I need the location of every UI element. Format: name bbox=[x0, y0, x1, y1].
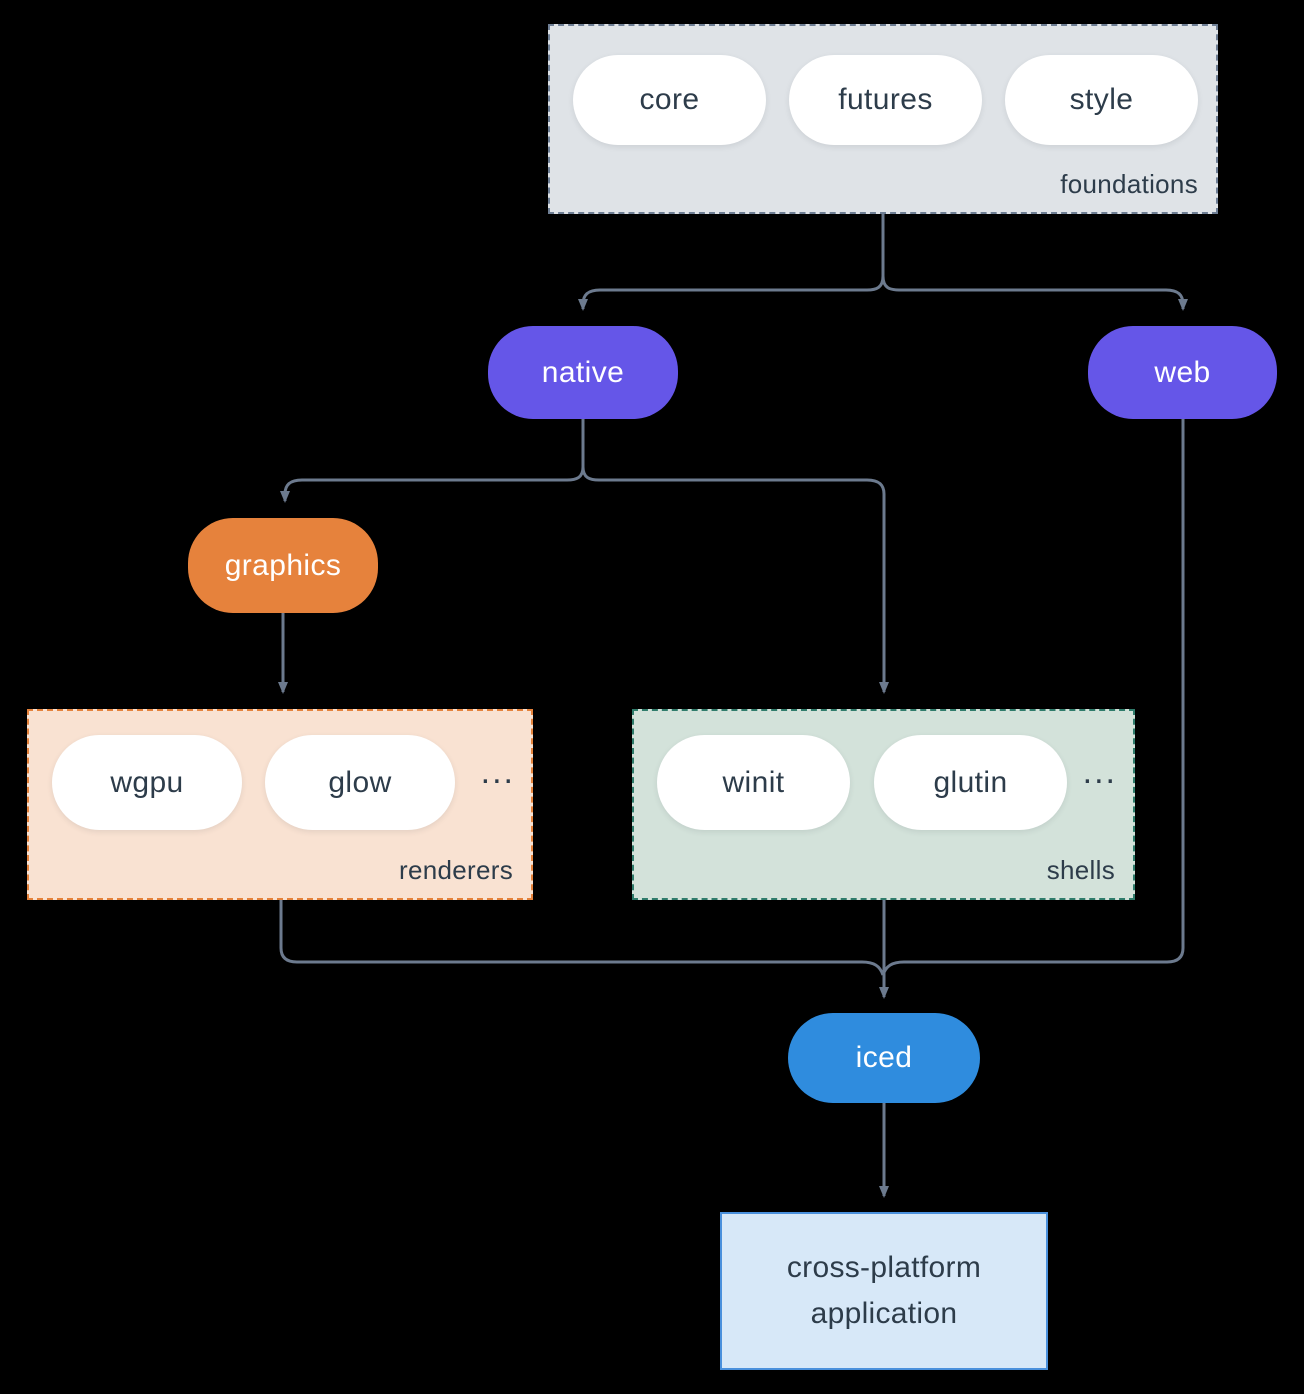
node-futures: futures bbox=[789, 55, 982, 145]
node-winit: winit bbox=[657, 735, 850, 830]
edge-native-graphics bbox=[280, 466, 585, 503]
foundations-group: core futures style foundations bbox=[548, 24, 1218, 214]
shells-group-label: shells bbox=[1046, 855, 1115, 885]
node-core: core bbox=[573, 55, 766, 145]
edge-foundations-native bbox=[578, 275, 885, 311]
shells-group: winit glutin ... shells bbox=[632, 709, 1135, 900]
renderers-group: wgpu glow ... renderers bbox=[27, 709, 533, 900]
application-box-label: cross-platform application bbox=[786, 1251, 982, 1330]
node-native: native bbox=[488, 326, 678, 419]
node-graphics: graphics bbox=[188, 518, 378, 613]
renderers-group-label: renderers bbox=[399, 855, 513, 885]
edge-foundations-web bbox=[881, 275, 1188, 311]
node-glutin: glutin bbox=[874, 735, 1067, 830]
edge-renderers-merge bbox=[279, 900, 885, 976]
node-web: web bbox=[1088, 326, 1277, 419]
node-iced: iced bbox=[788, 1013, 980, 1103]
node-glow: glow bbox=[265, 735, 455, 830]
shells-ellipsis: ... bbox=[1082, 753, 1117, 791]
renderers-ellipsis: ... bbox=[480, 753, 515, 791]
edge-native-shells bbox=[581, 466, 889, 694]
application-box: cross-platform application bbox=[720, 1212, 1048, 1370]
node-style: style bbox=[1005, 55, 1198, 145]
node-wgpu: wgpu bbox=[52, 735, 242, 830]
foundations-group-label: foundations bbox=[1060, 169, 1198, 199]
